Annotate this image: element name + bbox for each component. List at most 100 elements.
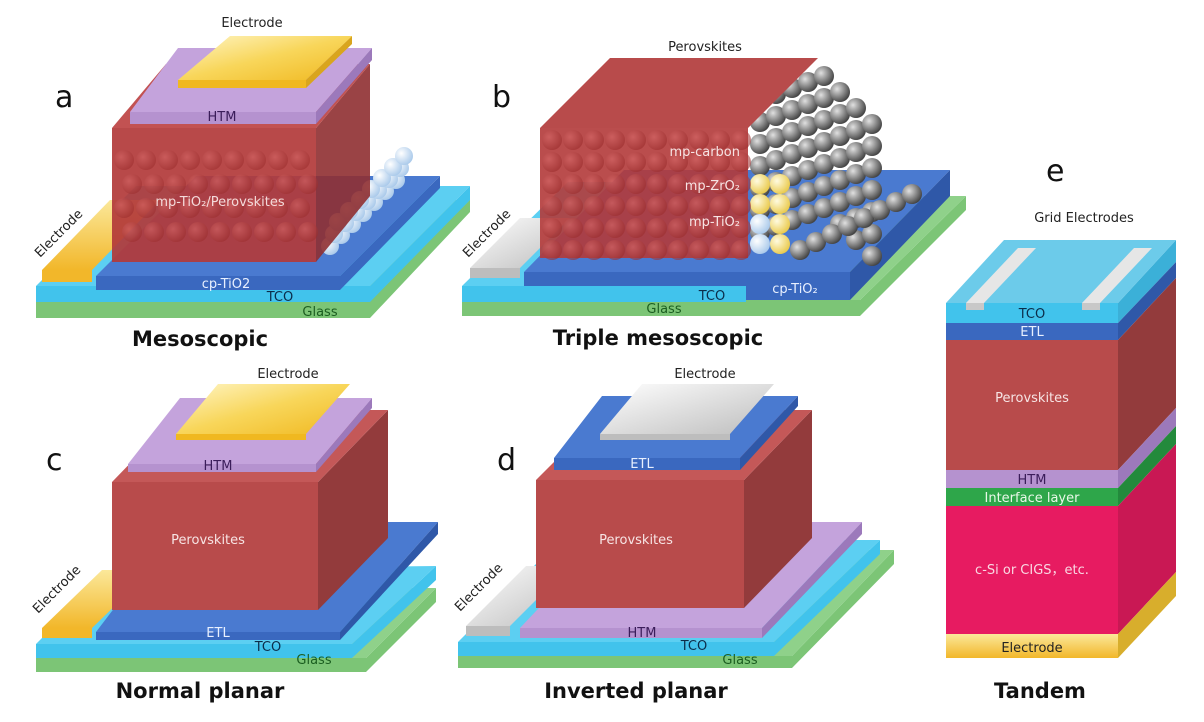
carbon-particle bbox=[846, 120, 866, 140]
carbon-particle bbox=[814, 176, 834, 196]
label-etl: ETL bbox=[630, 457, 654, 472]
perovskite-particle bbox=[188, 174, 208, 194]
carbon-particle bbox=[766, 150, 786, 170]
perovskite-particle bbox=[689, 174, 709, 194]
perovskite-particle bbox=[563, 174, 583, 194]
carbon-particle bbox=[862, 114, 882, 134]
perovskite-particle bbox=[710, 130, 730, 150]
perovskite-particle bbox=[731, 218, 751, 238]
etl-layer bbox=[96, 632, 340, 640]
label-glass: Glass bbox=[302, 305, 337, 320]
label-htm: HTM bbox=[628, 626, 657, 641]
carbon-particle bbox=[782, 100, 802, 120]
glass-layer bbox=[458, 550, 894, 668]
label-glass: Glass bbox=[296, 653, 331, 668]
perovskite-particle bbox=[542, 240, 562, 260]
label-absorber: mp-TiO₂/Perovskites bbox=[155, 195, 284, 210]
carbon-particle bbox=[798, 116, 818, 136]
perovskite-particle bbox=[605, 152, 625, 172]
perovskite-particle bbox=[542, 196, 562, 216]
perovskite-particle bbox=[158, 198, 178, 218]
perovskite-particle bbox=[584, 240, 604, 260]
panel-letter-a: a bbox=[55, 80, 73, 115]
perovskite-particle bbox=[647, 174, 667, 194]
perovskite-layer bbox=[946, 340, 1118, 470]
carbon-particle bbox=[798, 204, 818, 224]
perovskite-particle bbox=[605, 174, 625, 194]
carbon-particle bbox=[750, 156, 770, 176]
htm-layer bbox=[130, 112, 316, 124]
perovskite-particle bbox=[144, 222, 164, 242]
perovskite-particle bbox=[731, 240, 751, 260]
label-perovskites: Perovskites bbox=[995, 391, 1069, 406]
glass-layer bbox=[462, 196, 966, 316]
perovskite-particle bbox=[563, 152, 583, 172]
carbon-particle bbox=[846, 98, 866, 118]
grid-electrode bbox=[1082, 248, 1152, 303]
carbon-particle bbox=[814, 154, 834, 174]
carbon-particle bbox=[822, 224, 842, 244]
perovskite-particle bbox=[166, 174, 186, 194]
perovskite-particle bbox=[232, 222, 252, 242]
carbon-particle bbox=[862, 136, 882, 156]
carbon-particle bbox=[782, 122, 802, 142]
carbon-particle bbox=[830, 170, 850, 190]
perovskite-particle bbox=[584, 130, 604, 150]
zro2-particle bbox=[750, 194, 770, 214]
carbon-particle bbox=[790, 240, 810, 260]
perovskite-particle bbox=[584, 174, 604, 194]
perovskite-particle bbox=[626, 130, 646, 150]
label-tco: TCO bbox=[254, 640, 282, 655]
perovskite-particle bbox=[626, 152, 646, 172]
label-perovskites: Perovskites bbox=[668, 40, 742, 55]
label-grid-electrodes: Grid Electrodes bbox=[1034, 211, 1134, 226]
label-glass: Glass bbox=[722, 653, 757, 668]
carbon-particle bbox=[750, 134, 770, 154]
perovskite-particle bbox=[668, 218, 688, 238]
perovskite-particle bbox=[254, 222, 274, 242]
perovskite-particle bbox=[180, 150, 200, 170]
perovskite-particle bbox=[276, 222, 296, 242]
carbon-particle bbox=[846, 142, 866, 162]
perovskite-particle bbox=[166, 222, 186, 242]
carbon-particle bbox=[886, 192, 906, 212]
label-mp-zro2: mp-ZrO₂ bbox=[685, 179, 740, 194]
label-etl: ETL bbox=[1020, 325, 1044, 340]
perovskite-particle bbox=[298, 174, 318, 194]
panel-title-e: Tandem bbox=[994, 679, 1086, 703]
label-tco: TCO bbox=[1018, 307, 1046, 322]
tio2-particle bbox=[750, 214, 770, 234]
perovskite-particle bbox=[668, 130, 688, 150]
perovskite-particle bbox=[246, 150, 266, 170]
perovskite-particle bbox=[563, 218, 583, 238]
zro2-particle bbox=[770, 214, 790, 234]
perovskite-particle bbox=[224, 150, 244, 170]
carbon-particle bbox=[814, 110, 834, 130]
carbon-particle bbox=[766, 106, 786, 126]
panel-b-triple-mesoscopic: Perovskites mp-carbon mp-ZrO₂ mp-TiO₂ El… bbox=[460, 40, 966, 350]
carbon-particle bbox=[862, 180, 882, 200]
perovskite-particle bbox=[689, 196, 709, 216]
label-cp-tio2: cp-TiO₂ bbox=[772, 282, 818, 297]
carbon-particle bbox=[766, 128, 786, 148]
perovskite-particle bbox=[202, 150, 222, 170]
htm-layer bbox=[128, 464, 316, 472]
carbon-particle bbox=[798, 138, 818, 158]
perovskite-particle bbox=[584, 218, 604, 238]
carbon-particle bbox=[830, 126, 850, 146]
perovskite-particle bbox=[268, 198, 288, 218]
perovskite-particle bbox=[605, 130, 625, 150]
perovskite-particle bbox=[542, 218, 562, 238]
perovskite-particle bbox=[710, 218, 730, 238]
tco-layer bbox=[462, 286, 746, 302]
perovskite-particle bbox=[202, 198, 222, 218]
label-tco: TCO bbox=[680, 639, 708, 654]
top-electrode bbox=[176, 384, 350, 434]
perovskite-particle bbox=[136, 150, 156, 170]
perovskite-particle bbox=[542, 130, 562, 150]
tio2-particle bbox=[750, 234, 770, 254]
perovskite-particle bbox=[668, 196, 688, 216]
carbon-particle bbox=[814, 132, 834, 152]
perovskite-particle bbox=[689, 240, 709, 260]
carbon-particle bbox=[830, 148, 850, 168]
